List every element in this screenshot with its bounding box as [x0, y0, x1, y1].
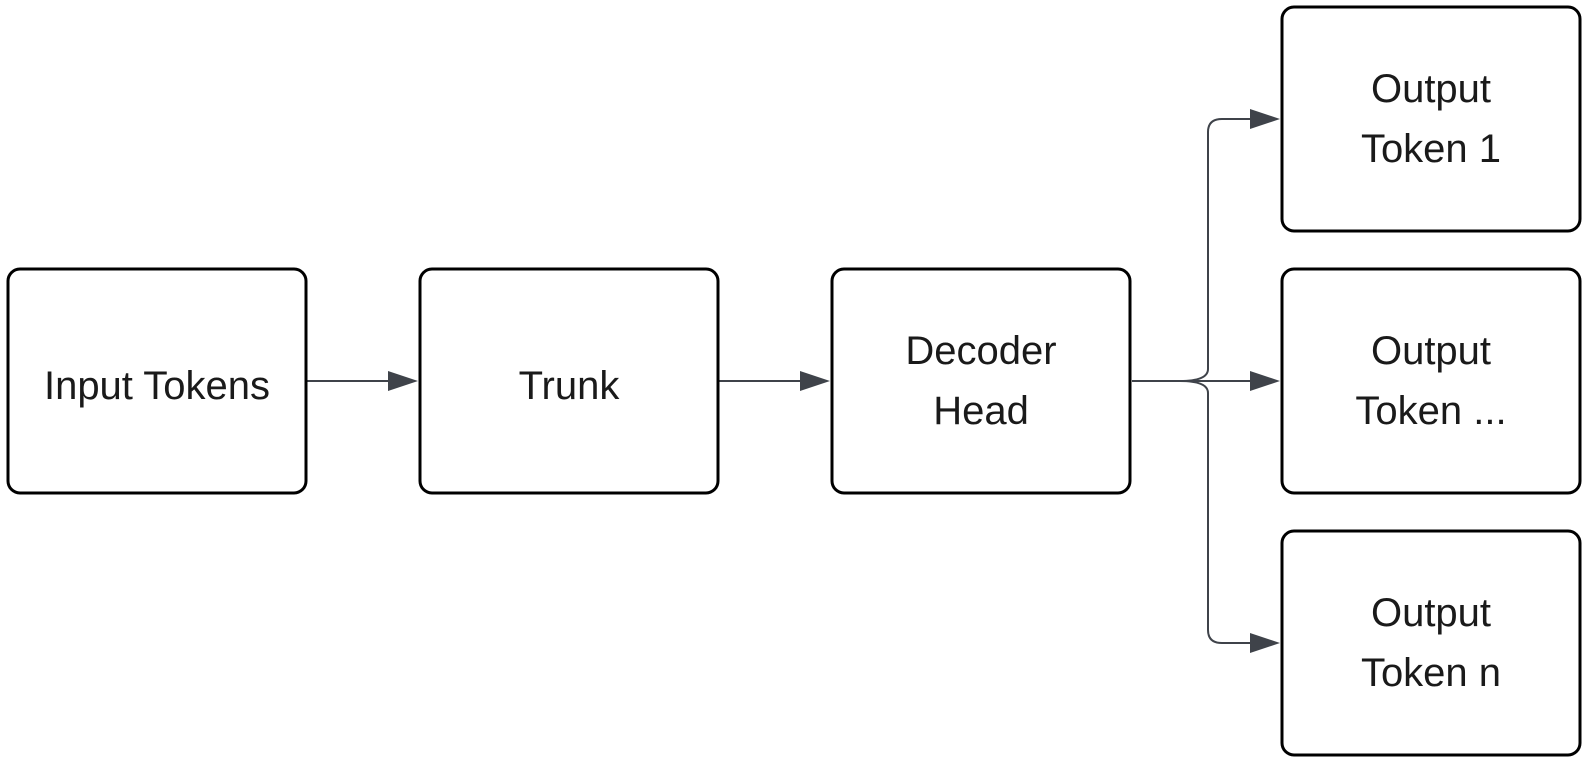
- arrowhead-decoder: [800, 371, 830, 391]
- node-trunk: Trunk: [418, 267, 720, 495]
- edges: [304, 109, 1280, 653]
- arrowhead-output-1: [1250, 109, 1280, 129]
- node-output-token-n-line-1: Output: [1371, 591, 1491, 635]
- edge-decoder-to-output-n: [1179, 380, 1254, 644]
- node-output-token-1: Output Token 1: [1280, 5, 1582, 233]
- edge-decoder-to-output-1: [1179, 118, 1254, 382]
- arrowhead-output-n: [1250, 633, 1280, 653]
- node-decoder-head-line-2: Head: [933, 389, 1029, 433]
- node-decoder-head: Decoder Head: [830, 267, 1132, 495]
- arrowhead-trunk: [388, 371, 418, 391]
- node-input-tokens-label: Input Tokens: [44, 364, 270, 408]
- node-output-token-1-line-1: Output: [1371, 67, 1491, 111]
- node-input-tokens: Input Tokens: [6, 267, 308, 495]
- node-output-token-n-line-2: Token n: [1361, 651, 1501, 695]
- node-output-token-n: Output Token n: [1280, 529, 1582, 757]
- arrowhead-output-mid: [1250, 371, 1280, 391]
- node-output-token-1-line-2: Token 1: [1361, 127, 1501, 171]
- node-output-token-mid-line-1: Output: [1371, 329, 1491, 373]
- node-decoder-head-line-1: Decoder: [905, 329, 1056, 373]
- node-output-token-mid-line-2: Token ...: [1355, 389, 1506, 433]
- node-output-token-mid: Output Token ...: [1280, 267, 1582, 495]
- node-trunk-label: Trunk: [519, 364, 621, 408]
